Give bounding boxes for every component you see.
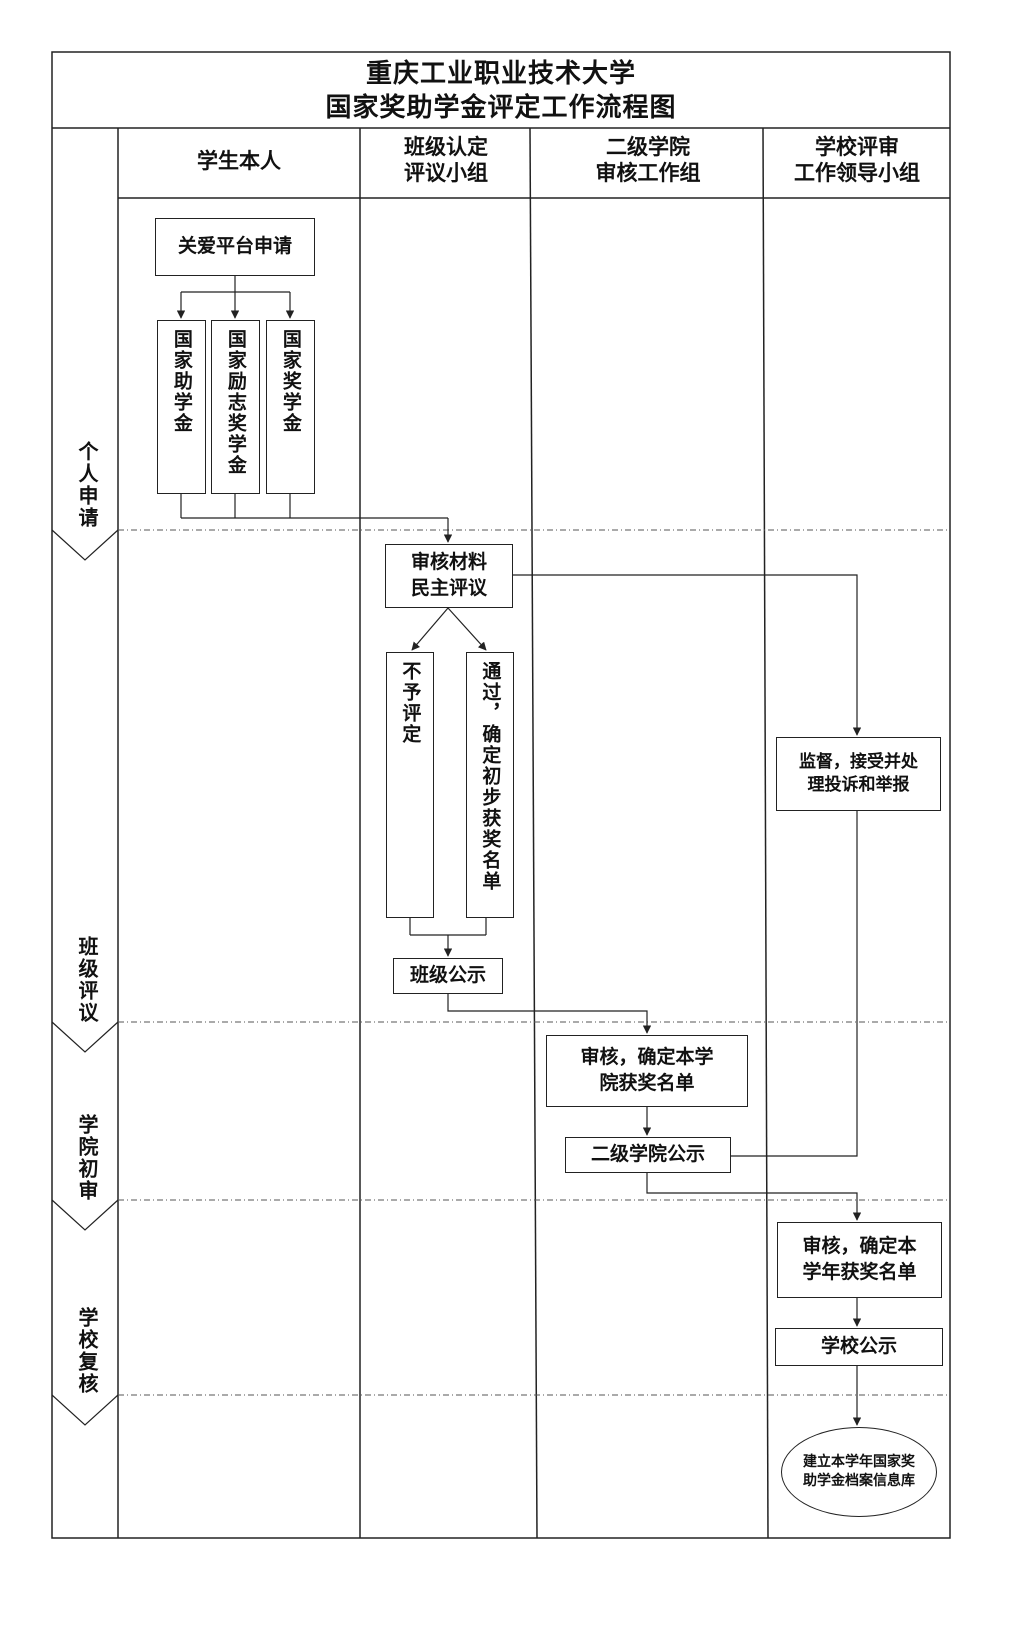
lane-header-student: 学生本人 — [197, 149, 281, 173]
title-line-1: 重庆工业职业技术大学 — [365, 59, 636, 89]
connectors — [176, 276, 862, 1426]
node-grant: 国家助学金 — [157, 320, 206, 494]
node-apply: 关爱平台申请 — [155, 218, 315, 276]
node-class-publicity: 班级公示 — [393, 958, 503, 994]
phase-separators — [118, 529, 950, 1396]
phase-chevrons — [51, 529, 119, 1426]
node-review-materials: 审核材料 民主评议 — [385, 544, 513, 608]
phase-label-class: 班级评议 — [75, 936, 99, 1024]
node-school-review: 审核，确定本 学年获奖名单 — [777, 1222, 942, 1298]
phase-label-apply: 个人申请 — [75, 441, 99, 529]
node-scholarship: 国家奖学金 — [266, 320, 315, 494]
node-school-publicity: 学校公示 — [775, 1328, 943, 1366]
node-college-publicity: 二级学院公示 — [565, 1137, 731, 1173]
outer-frame — [51, 51, 951, 1539]
node-reject: 不予评定 — [386, 652, 434, 918]
node-college-review: 审核，确定本学 院获奖名单 — [546, 1035, 748, 1107]
phase-label-school: 学校复核 — [75, 1307, 99, 1395]
node-archive: 建立本学年国家奖 助学金档案信息库 — [781, 1427, 937, 1517]
title-line-2: 国家奖助学金评定工作流程图 — [325, 93, 677, 123]
lane-header-class-group: 班级认定 评议小组 — [404, 135, 488, 186]
phase-label-college: 学院初审 — [75, 1114, 99, 1202]
lane-header-school-group: 学校评审 工作领导小组 — [794, 135, 920, 186]
node-pass: 通过，确定初步获奖名单 — [466, 652, 514, 918]
node-inspire-scholarship: 国家励志奖学金 — [211, 320, 260, 494]
node-supervise: 监督，接受并处 理投诉和举报 — [776, 737, 941, 811]
lane-header-college-group: 二级学院 审核工作组 — [595, 135, 701, 186]
